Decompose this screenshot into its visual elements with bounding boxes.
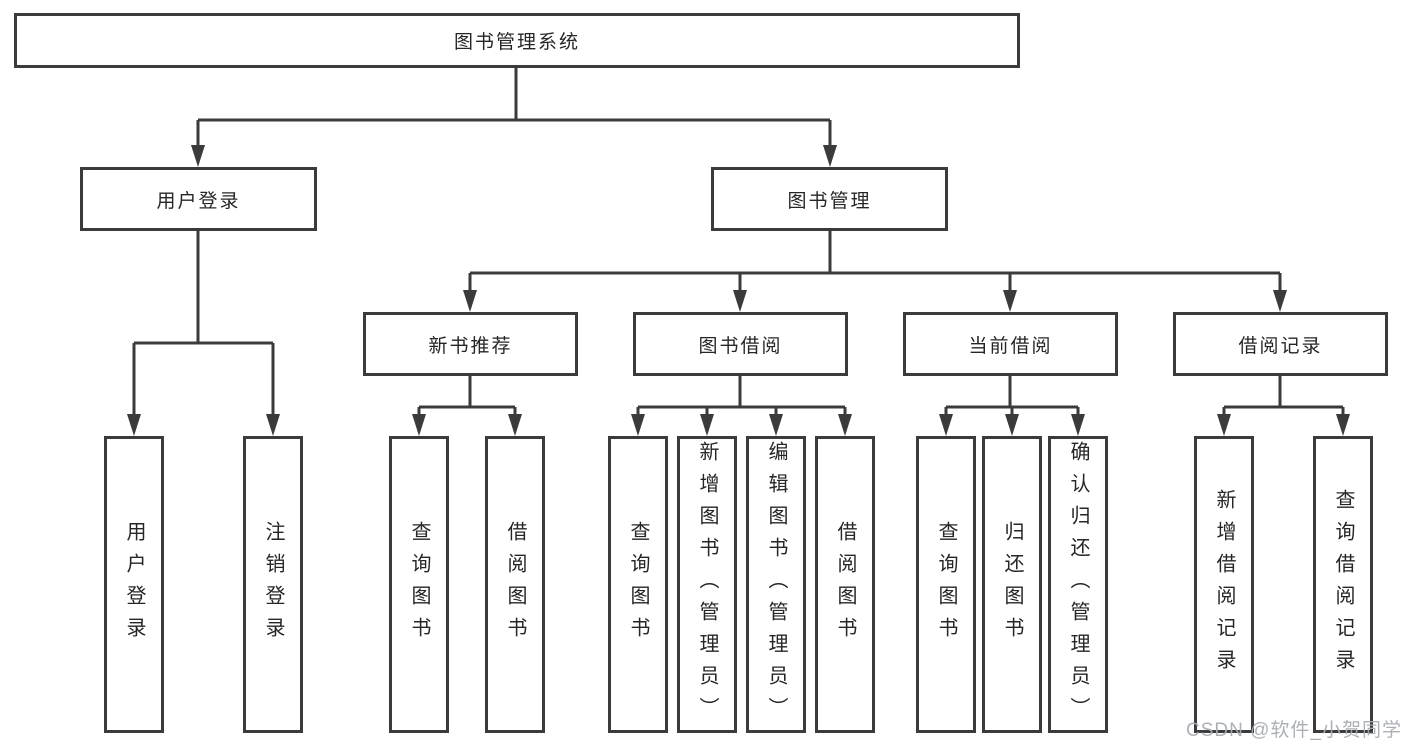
- node-borrow-records-label: 借阅记录: [1238, 335, 1323, 357]
- leaf-recommend-query-books-label: 查询图书: [408, 520, 430, 649]
- node-new-book-recommend-label: 新书推荐: [428, 335, 513, 357]
- leaf-recommend-query-books: 查询图书: [389, 436, 449, 733]
- watermark: CSDN @软件_小贺同学: [1186, 720, 1402, 741]
- leaf-borrow-query-books: 查询图书: [608, 436, 668, 733]
- node-new-book-recommend: 新书推荐: [363, 312, 578, 376]
- leaf-query-borrow-record: 查询借阅记录: [1313, 436, 1373, 733]
- leaf-logout: 注销登录: [243, 436, 303, 733]
- leaf-current-query-books: 查询图书: [916, 436, 976, 733]
- arrowheads: [127, 145, 1350, 436]
- node-root-label: 图书管理系统: [453, 32, 580, 53]
- leaf-borrow-books-label: 借阅图书: [834, 520, 856, 649]
- leaf-return-books-label: 归还图书: [1001, 520, 1023, 649]
- leaf-add-book-admin: 新增图书（管理员）: [677, 436, 737, 733]
- leaf-current-query-books-label: 查询图书: [935, 520, 957, 649]
- leaf-logout-label: 注销登录: [262, 520, 284, 649]
- node-book-borrow: 图书借阅: [633, 312, 848, 376]
- node-user-login-label: 用户登录: [156, 190, 241, 212]
- leaf-add-borrow-record-label: 新增借阅记录: [1213, 488, 1235, 681]
- leaf-edit-book-admin: 编辑图书（管理员）: [746, 436, 806, 733]
- node-book-management: 图书管理: [711, 167, 948, 231]
- leaf-confirm-return-admin: 确认归还（管理员）: [1048, 436, 1108, 733]
- node-root: 图书管理系统: [14, 13, 1020, 68]
- leaf-borrow-query-books-label: 查询图书: [627, 520, 649, 649]
- leaf-return-books: 归还图书: [982, 436, 1042, 733]
- node-current-borrow-label: 当前借阅: [968, 335, 1053, 357]
- node-borrow-records: 借阅记录: [1173, 312, 1388, 376]
- leaf-add-book-admin-label: 新增图书（管理员）: [696, 440, 718, 729]
- leaf-user-login-label: 用户登录: [123, 520, 145, 649]
- leaf-confirm-return-admin-label: 确认归还（管理员）: [1067, 440, 1089, 729]
- leaf-query-borrow-record-label: 查询借阅记录: [1332, 488, 1354, 681]
- leaf-user-login: 用户登录: [104, 436, 164, 733]
- node-book-management-label: 图书管理: [787, 190, 872, 212]
- leaf-recommend-borrow-books: 借阅图书: [485, 436, 545, 733]
- node-current-borrow: 当前借阅: [903, 312, 1118, 376]
- leaf-add-borrow-record: 新增借阅记录: [1194, 436, 1254, 733]
- node-user-login: 用户登录: [80, 167, 317, 231]
- leaf-edit-book-admin-label: 编辑图书（管理员）: [765, 440, 787, 729]
- leaf-borrow-books: 借阅图书: [815, 436, 875, 733]
- node-book-borrow-label: 图书借阅: [698, 335, 783, 357]
- leaf-recommend-borrow-books-label: 借阅图书: [504, 520, 526, 649]
